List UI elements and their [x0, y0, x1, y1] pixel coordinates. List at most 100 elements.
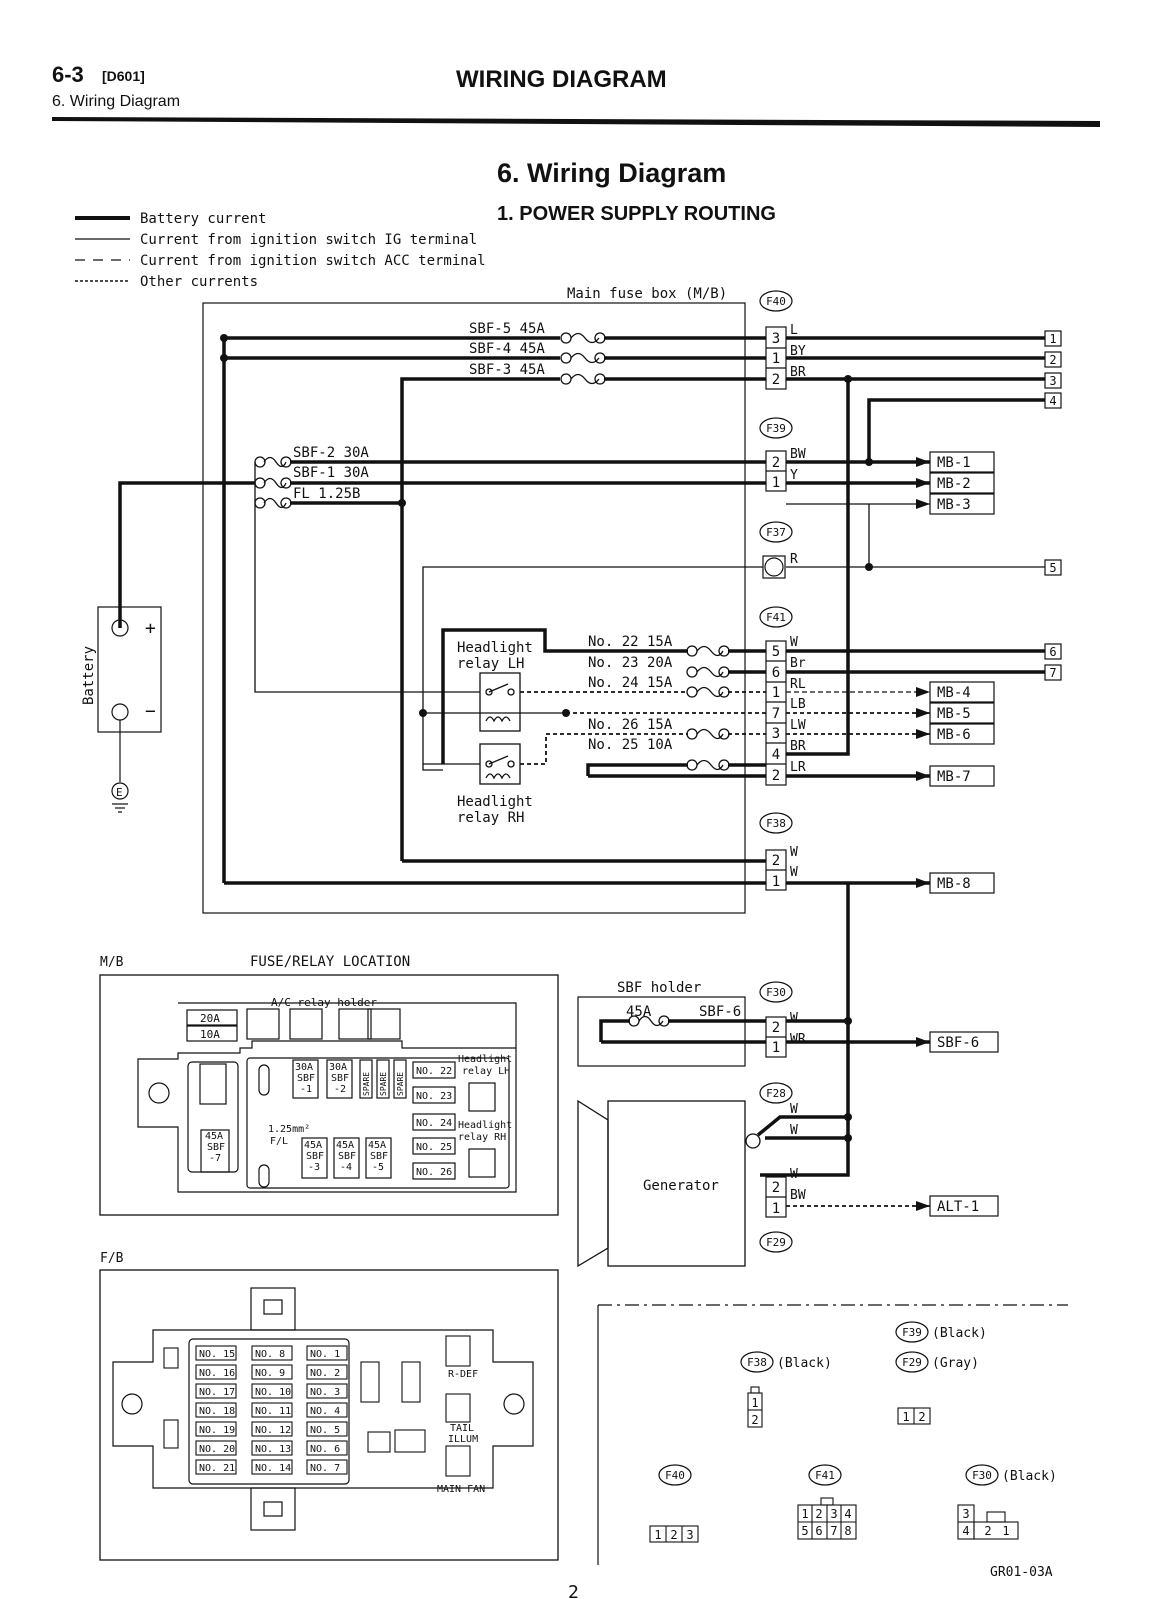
terminal-7: 7	[1049, 666, 1056, 680]
mb-sbf4-a: 45A	[336, 1140, 354, 1151]
f41-pin-6: 4	[772, 747, 780, 763]
wire-sbf6-feed	[599, 1019, 630, 1042]
wire-color-f30-2: WR	[790, 1032, 806, 1047]
f40-pin-2: 1	[772, 351, 780, 367]
mb-sbf1-c: -1	[300, 1084, 312, 1095]
output-sbf6: SBF-6	[937, 1035, 979, 1051]
fb-fuse-label: NO. 5	[310, 1425, 340, 1436]
fuse-label-no24: No. 24 15A	[588, 675, 673, 691]
face-tag-f29: F29	[895, 1351, 929, 1373]
fb-fuse-slot	[306, 1459, 348, 1475]
svg-text:F37: F37	[766, 526, 786, 539]
section-subtitle: 6. Wiring Diagram	[52, 93, 181, 110]
fb-fuse-slot	[251, 1440, 293, 1456]
face-tag-f39: F39	[895, 1321, 929, 1343]
face-f30-pin-1: 1	[1002, 1524, 1009, 1538]
fb-housing	[112, 1329, 534, 1489]
output-mb8: MB-8	[937, 876, 971, 892]
face-f41-pin-7: 7	[830, 1524, 837, 1538]
fb-fuse-slot	[195, 1440, 237, 1456]
f41-pin-1: 5	[772, 644, 780, 660]
fuse-label-sbf5: SBF-5 45A	[469, 321, 545, 337]
fb-fuse-label: NO. 14	[255, 1463, 291, 1474]
mb-sbf1-a: 30A	[295, 1062, 313, 1073]
wire-sbf3-feed	[400, 377, 560, 861]
legend-ig: Current from ignition switch IG terminal	[140, 232, 477, 248]
face-f40-pin-2: 2	[670, 1528, 677, 1542]
terminal-2: 2	[1049, 353, 1056, 367]
f41-pin-4: 7	[772, 706, 780, 722]
f28-pin-2: 1	[772, 1201, 780, 1217]
f30-pin-1: 2	[772, 1020, 780, 1036]
svg-text:F38: F38	[747, 1356, 767, 1369]
face-f30-pin-4: 4	[962, 1524, 969, 1538]
fb-fuse-slot	[251, 1345, 293, 1361]
mb-sbf2-c: -2	[334, 1084, 346, 1095]
wire-battery-plus	[118, 481, 255, 628]
svg-text:F29: F29	[766, 1236, 786, 1249]
fb-fuse-label: NO. 9	[255, 1368, 285, 1379]
fuse-label-no25: No. 25 10A	[588, 737, 673, 753]
face-f38-pin-2: 2	[751, 1413, 758, 1427]
wire-color-f41-2: Br	[790, 656, 806, 671]
wire-color-f41-7: LR	[790, 760, 806, 775]
fb-fuse-label: NO. 7	[310, 1463, 340, 1474]
face-tag-f41: F41	[808, 1464, 842, 1486]
connector-tag-f40: F40	[759, 290, 793, 312]
fb-fuse-label: NO. 16	[199, 1368, 235, 1379]
mb-fl-size: 1.25mm²	[268, 1124, 310, 1135]
mb-sbf7-a: 45A	[205, 1131, 223, 1142]
output-mb4: MB-4	[937, 685, 971, 701]
battery-minus: −	[145, 701, 156, 722]
svg-text:F29: F29	[902, 1356, 922, 1369]
mb-sbf3-c: -3	[308, 1162, 320, 1173]
wire-color-f37: R	[790, 552, 798, 567]
figure-code: GR01-03A	[990, 1565, 1053, 1580]
relay-lh-label-1: Headlight	[457, 640, 533, 656]
mb-sbf1-b: SBF	[297, 1073, 315, 1084]
output-mb5: MB-5	[937, 706, 971, 722]
fuse-label-sbf4: SBF-4 45A	[469, 341, 545, 357]
main-fuse-box	[202, 302, 746, 914]
sbf-holder-label: SBF holder	[617, 980, 701, 996]
fb-fuse-slot	[306, 1383, 348, 1399]
f38-pin-2: 1	[772, 874, 780, 890]
connector-f37-block	[762, 555, 786, 579]
wire-color-f30-1: W	[790, 1011, 798, 1026]
mb-location-title: FUSE/RELAY LOCATION	[250, 954, 410, 970]
svg-text:F38: F38	[766, 817, 786, 830]
header-rule	[52, 117, 1100, 127]
fb-location-panel	[99, 1269, 559, 1561]
fb-fuse-slot	[251, 1383, 293, 1399]
output-mb1: MB-1	[937, 455, 971, 471]
connector-tag-f41: F41	[759, 606, 793, 628]
fb-fuse-slot	[251, 1459, 293, 1475]
fuse-label-sbf2: SBF-2 30A	[293, 445, 369, 461]
mb-sbf7-c: -7	[209, 1153, 221, 1164]
face-tag-f38: F38	[740, 1351, 774, 1373]
generator-label: Generator	[643, 1178, 719, 1194]
f41-pin-3: 1	[772, 685, 780, 701]
fb-fuse-label: NO. 15	[199, 1349, 235, 1360]
mb-no24: NO. 24	[416, 1118, 452, 1129]
wire-generator-main	[760, 883, 850, 1177]
wire-gen-w1	[756, 1115, 848, 1137]
mb-housing	[137, 1002, 517, 1193]
mb-no22: NO. 22	[416, 1066, 452, 1077]
svg-text:F28: F28	[766, 1087, 786, 1100]
sbf-holder-name: SBF-6	[699, 1004, 741, 1020]
terminal-1: 1	[1049, 332, 1056, 346]
fb-fuse-slot	[251, 1421, 293, 1437]
face-f29-pin-2: 2	[918, 1410, 925, 1424]
terminal-3: 3	[1049, 374, 1056, 388]
face-f41-pin-4: 4	[844, 1507, 851, 1521]
wire-color-f39-1: BW	[790, 447, 806, 462]
battery-label: Battery	[81, 646, 97, 705]
fb-fuse-slot	[195, 1421, 237, 1437]
f39-pin-1: 2	[772, 455, 780, 471]
terminal-5: 5	[1049, 561, 1056, 575]
diagram-heading: 6. Wiring Diagram	[497, 158, 726, 188]
face-f40-pin-3: 3	[686, 1528, 693, 1542]
mb-location-code: M/B	[100, 955, 124, 970]
connector-tag-f39: F39	[759, 417, 793, 439]
